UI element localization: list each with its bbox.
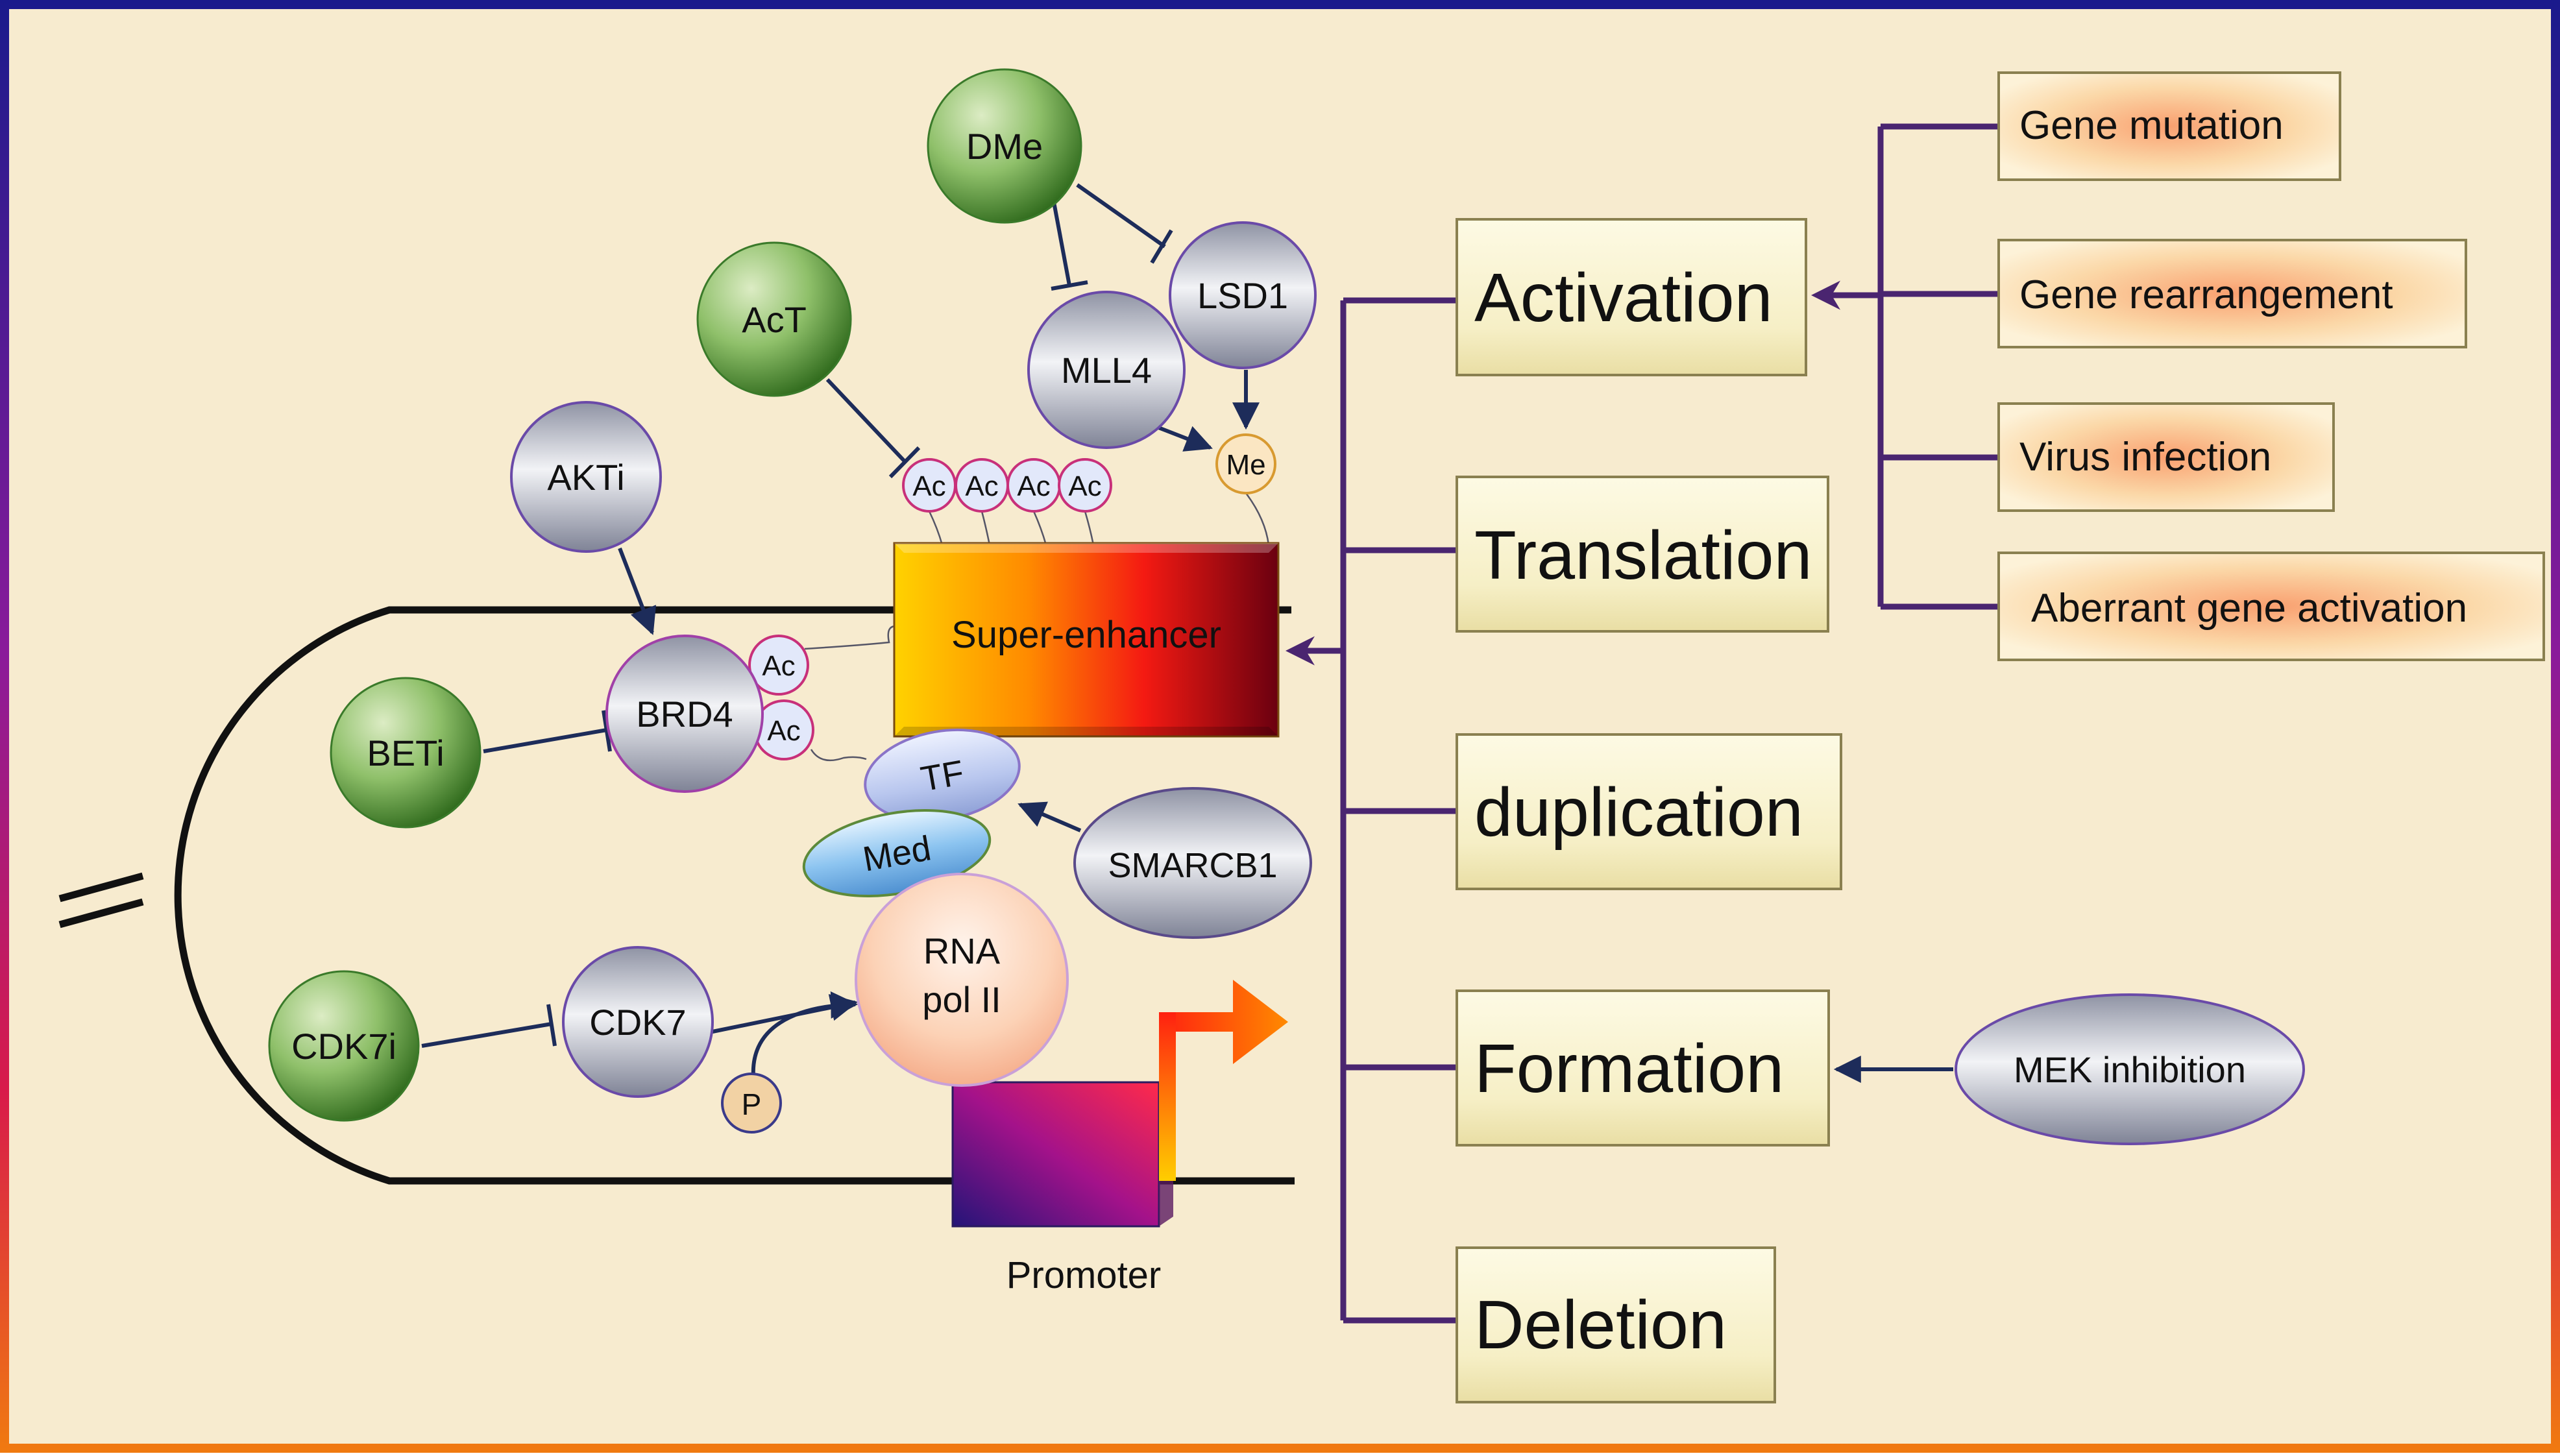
- cdk7i-node: CDK7i: [268, 970, 420, 1122]
- mechanism-label-deletion: Deletion: [1474, 1287, 1727, 1363]
- tf-node: TF: [864, 728, 1021, 823]
- tf-label: TF: [918, 753, 966, 799]
- beti-label: BETi: [367, 733, 444, 773]
- dme-label: DMe: [966, 126, 1043, 167]
- cdk7i-inhibits-cdk7-bar: [546, 1004, 557, 1047]
- brd4-ac-tether-1: [804, 625, 896, 650]
- smarcb1-label: SMARCB1: [1108, 846, 1277, 885]
- transcription-start-arrow: [1159, 980, 1288, 1181]
- mechanism-bracket: [1286, 297, 1457, 1324]
- dme-node: DMe: [927, 68, 1082, 224]
- super-enhancer-box: Super-enhancer: [893, 542, 1280, 738]
- brd4-node: BRD4: [605, 635, 764, 793]
- cause-box-virus-infection: Virus infection: [1997, 402, 2335, 512]
- akti-to-brd4-arrow: [618, 547, 657, 635]
- promoter-label: Promoter: [1006, 1254, 1162, 1296]
- rna-pol-label-line2: pol II: [922, 979, 1001, 1020]
- brd4-ac-tether-2: [810, 749, 867, 762]
- ac-mark-4-label: Ac: [1068, 470, 1101, 502]
- cdk7i-inhibits-cdk7-line: [421, 1022, 552, 1048]
- lsd1-node: LSD1: [1169, 221, 1317, 369]
- ac-mark-1: Ac: [902, 458, 957, 513]
- brd4-ac-mark-1-label: Ac: [762, 650, 795, 682]
- brd4-label: BRD4: [636, 694, 733, 734]
- beti-inhibits-brd4-line: [483, 728, 607, 753]
- mll4-node: MLL4: [1027, 291, 1186, 449]
- super-enhancer-label: Super-enhancer: [951, 614, 1221, 656]
- mechanism-box-duplication: duplication: [1456, 733, 1842, 890]
- cause-box-gene-rearrangement: Gene rearrangement: [1997, 239, 2467, 348]
- me-tether: [1245, 492, 1270, 546]
- brd4-ac-mark-2-label: Ac: [767, 715, 800, 747]
- mechanism-label-activation: Activation: [1474, 260, 1773, 336]
- mechanism-box-translation: Translation: [1456, 476, 1829, 633]
- act-inhibits-ac-bar: [888, 446, 921, 479]
- dna-loop: [58, 606, 1295, 1185]
- rna-pol-label-line1: RNA: [923, 930, 1001, 971]
- causes-bracket: [1811, 123, 1999, 610]
- ac-mark-3: Ac: [1006, 458, 1061, 513]
- smarcb1-to-tf-arrow: [1018, 801, 1082, 832]
- dme-inhibits-lsd1-line: [1076, 183, 1166, 249]
- smarcb1-node: SMARCB1: [1073, 787, 1312, 939]
- lsd1-label: LSD1: [1197, 275, 1288, 316]
- act-label: AcT: [742, 299, 807, 340]
- beti-node: BETi: [330, 677, 482, 829]
- akti-label: AKTi: [547, 457, 624, 498]
- me-mark-label: Me: [1226, 449, 1265, 481]
- phosphate-to-rnapol-arrow: [751, 991, 859, 1084]
- ac-mark-3-label: Ac: [1017, 470, 1050, 502]
- phosphate-node: P: [721, 1073, 782, 1134]
- beti-inhibits-brd4-bar: [602, 710, 612, 752]
- ac-mark-4: Ac: [1058, 458, 1112, 513]
- cdk7-node: CDK7: [562, 946, 714, 1098]
- mechanism-label-formation: Formation: [1474, 1030, 1784, 1107]
- ac-mark-2: Ac: [955, 458, 1009, 513]
- act-node: AcT: [696, 241, 852, 397]
- dme-inhibits-lsd1-bar: [1150, 229, 1173, 264]
- dna-strand: [174, 606, 1295, 1185]
- mechanism-box-deletion: Deletion: [1456, 1246, 1776, 1403]
- mll4-to-me-arrow: [1151, 423, 1213, 452]
- cause-label-gene-rearrangement: Gene rearrangement: [2019, 273, 2393, 317]
- cause-label-aberrant-gene-activation: Aberrant gene activation: [2031, 586, 2467, 631]
- cause-label-gene-mutation: Gene mutation: [2019, 103, 2284, 148]
- cause-box-aberrant-gene-activation: Aberrant gene activation: [1997, 552, 2545, 661]
- mechanism-label-translation: Translation: [1474, 517, 1812, 594]
- akti-node: AKTi: [510, 401, 662, 553]
- brd4-ac-mark-2: Ac: [753, 699, 814, 760]
- mek-inhibition-label: MEK inhibition: [2014, 1049, 2246, 1090]
- ac-mark-2-label: Ac: [965, 470, 998, 502]
- mll4-label: MLL4: [1061, 350, 1152, 391]
- dme-inhibits-mll4-bar: [1051, 280, 1088, 291]
- act-inhibits-ac-line: [825, 378, 907, 464]
- brd4-ac-mark-1: Ac: [748, 635, 809, 696]
- mechanism-box-formation: Formation: [1456, 989, 1830, 1147]
- me-mark: Me: [1215, 433, 1276, 494]
- mechanism-label-duplication: duplication: [1474, 774, 1803, 851]
- dna-break-mark-2: [58, 898, 144, 928]
- mechanism-box-activation: Activation: [1456, 218, 1807, 376]
- ac-mark-1-label: Ac: [912, 470, 945, 502]
- rna-pol-ii-node: RNA pol II: [855, 873, 1069, 1087]
- cdk7-label: CDK7: [589, 1002, 686, 1043]
- cdk7i-label: CDK7i: [291, 1026, 396, 1067]
- phosphate-label: P: [742, 1087, 762, 1121]
- mek-inhibition-node: MEK inhibition: [1833, 993, 2305, 1145]
- dna-break-mark-1: [58, 872, 144, 903]
- cause-box-gene-mutation: Gene mutation: [1997, 71, 2341, 181]
- cause-label-virus-infection: Virus infection: [2019, 435, 2271, 479]
